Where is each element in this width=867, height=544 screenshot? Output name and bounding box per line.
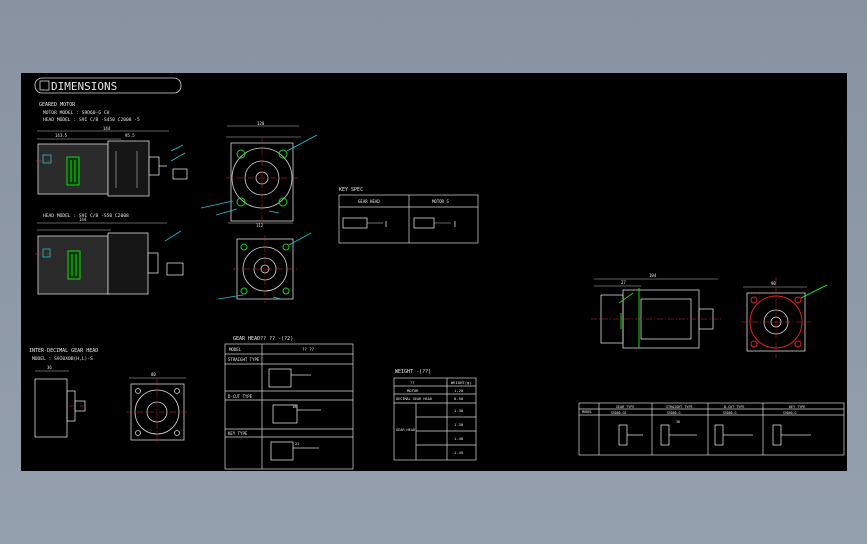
head-model-2-text: HEAD MODEL : S9I C/B -S50 C2008	[43, 213, 129, 219]
bt-header-model: MODEL	[582, 410, 592, 414]
right-motor-side-view: 104 27	[591, 273, 723, 349]
flange-front-view-1: 120 112	[200, 121, 318, 228]
weight-val-4: 1.45	[454, 450, 463, 455]
title-checkbox-icon	[39, 80, 50, 91]
bt-header-key: KEY TYPE	[789, 405, 805, 409]
weight-val-3: 1.40	[454, 436, 464, 441]
bt-model-4: S9D60-G	[783, 411, 797, 415]
dim-22: 22	[295, 441, 300, 446]
geared-motor-title: GEARED MOTOR	[39, 102, 76, 108]
flange-front-view-2	[217, 232, 312, 303]
weight-header-1: ??	[410, 380, 415, 385]
key-spec-title: KEY SPEC	[339, 187, 363, 193]
bt-model-3: S9D60-G	[723, 411, 737, 415]
motor-model-text: MOTOR MODEL : S9D60-G CH	[43, 110, 110, 116]
cad-drawing: DIMENSIONS GEARED MOTOR MOTOR MODEL : S9…	[29, 77, 845, 470]
dim-right-90: 90	[771, 281, 776, 286]
weight-val-motor: 1.20	[454, 388, 464, 393]
gear-head-table: MODEL ?? ?? STRAIGHT TYPE D-CUT TYPE KEY…	[224, 343, 354, 470]
drawing-viewport[interactable]: DIMENSIONS GEARED MOTOR MOTOR MODEL : S9…	[21, 73, 847, 471]
key-spec-col-1: GEAR HEAD	[358, 199, 380, 204]
head-model-text: HEAD MODEL : S9I C/B -S450 C2008 -5	[43, 117, 140, 123]
weight-table: ?? WEIGHT(g) MOTOR 1.20 DECIMAL GEAR HEA…	[393, 377, 477, 461]
dim-80: 80	[151, 372, 156, 377]
weight-val-2: 1.30	[454, 422, 464, 427]
weight-header-2: WEIGHT(g)	[451, 380, 472, 385]
weight-val-1: 1.30	[454, 408, 464, 413]
dim-144: 144	[103, 126, 111, 131]
motor-side-view-2: 144	[35, 217, 184, 295]
key-spec-table: GEAR HEAD MOTOR S	[338, 194, 479, 244]
gear-row-model: MODEL	[229, 347, 242, 352]
weight-row-gearhead: GEAR HEAD	[396, 428, 415, 432]
bt-header-dcut: D-CUT TYPE	[724, 405, 744, 409]
dim-144b: 144	[79, 217, 87, 222]
decimal-model-text: MODEL : S9I0X0B(H,L)-S	[32, 356, 93, 362]
bt-model-2: S9D60-G	[667, 411, 681, 415]
bt-dim-30: 30	[676, 420, 680, 424]
bt-header-gear: GEAR TYPE	[616, 405, 634, 409]
right-flange-front-view: 90	[741, 277, 828, 359]
gear-row-straight: STRAIGHT TYPE	[228, 357, 260, 362]
dim-120: 120	[257, 121, 265, 126]
dim-1435: 143.5	[55, 133, 68, 138]
gear-row-key: KEY TYPE	[228, 431, 248, 436]
decimal-title: INTER-DECIMAL GEAR HEAD	[29, 348, 98, 354]
dim-36: 36	[47, 365, 52, 370]
weight-row-decimal: DECIMAL GEAR HEAD	[396, 397, 432, 401]
key-spec-col-2: MOTOR S	[432, 199, 449, 204]
dim-right-27: 27	[621, 280, 626, 285]
decimal-gear-front-view: 80	[126, 372, 189, 445]
bottom-right-table: MODEL GEAR TYPE STRAIGHT TYPE D-CUT TYPE…	[578, 402, 845, 456]
bt-model-1: S9D60-GS	[611, 411, 626, 415]
weight-title: WEIGHT -(??)	[395, 369, 431, 375]
gear-row-dcut: D-CUT TYPE	[228, 394, 253, 399]
weight-val-decimal: 0.50	[454, 396, 464, 401]
gear-head-title: GEAR HEAD?? ?? -(?2)	[233, 336, 293, 342]
weight-row-motor: MOTOR	[407, 388, 419, 393]
dim-955: 95.5	[125, 133, 135, 138]
title-frame	[34, 77, 182, 94]
gear-col-2: ?? ??	[302, 347, 315, 352]
bt-header-straight: STRAIGHT TYPE	[666, 405, 693, 409]
sheet-title: DIMENSIONS	[51, 80, 117, 93]
motor-side-view-1: 143.5 95.5 144	[36, 126, 188, 197]
dim-112: 112	[256, 223, 264, 228]
dim-18: 18	[292, 404, 297, 409]
dim-right-top: 104	[649, 273, 657, 278]
decimal-gear-side-view: 36	[34, 365, 87, 438]
